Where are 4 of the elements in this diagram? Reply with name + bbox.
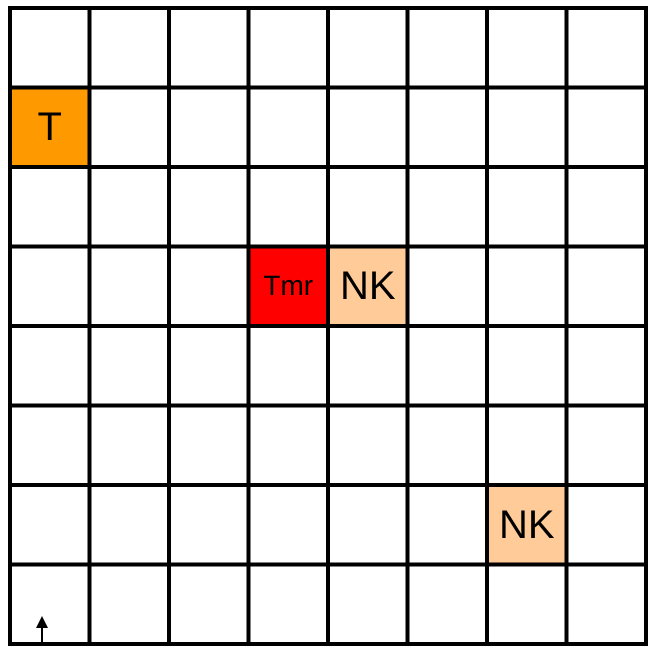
grid-cell: T	[10, 88, 90, 167]
grid-cell: Tmr	[248, 246, 328, 326]
grid-cell: NK	[487, 485, 566, 564]
grid-cell: NK	[328, 246, 408, 326]
